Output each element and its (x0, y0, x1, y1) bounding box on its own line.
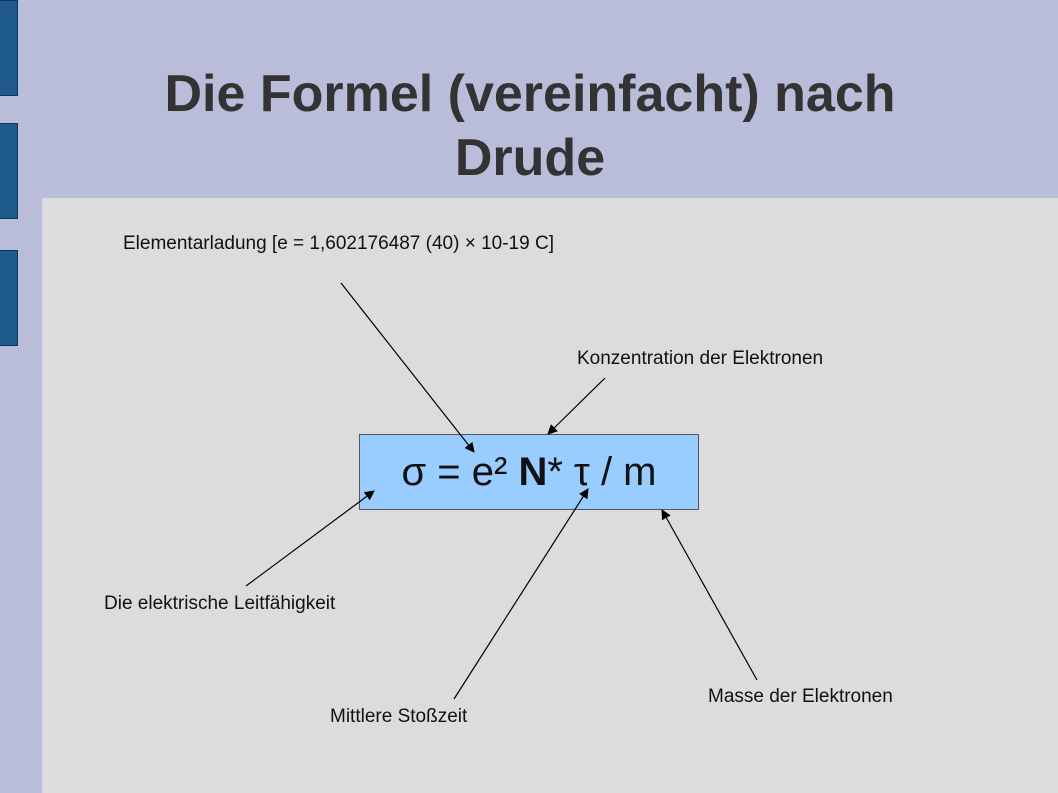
formula-box: σ = e² N * τ / m (359, 434, 699, 510)
title-band (0, 0, 1058, 198)
formula-equals: = (426, 449, 472, 494)
label-masse: Masse der Elektronen (708, 686, 893, 707)
formula-e-squared: e² (471, 449, 508, 494)
arrow-konzentration (547, 377, 606, 435)
label-leitfaehigkeit: Die elektrische Leitfähigkeit (104, 593, 336, 614)
side-tab-1 (0, 0, 18, 96)
arrow-elementarladung (340, 282, 475, 453)
formula-n: N (518, 449, 548, 494)
side-tab-3 (0, 250, 18, 346)
formula-rest: * τ / m (547, 449, 657, 494)
arrow-leitfaehigkeit (245, 490, 375, 587)
arrow-masse (661, 509, 758, 681)
slide-title: Die Formel (vereinfacht) nach Drude (60, 62, 1000, 190)
slide-title-line-1: Die Formel (vereinfacht) nach (164, 65, 896, 123)
slide-title-line-2: Drude (454, 129, 606, 187)
label-elementarladung: Elementarladung [e = 1,602176487 (40) × … (123, 233, 554, 254)
label-konzentration: Konzentration der Elektronen (577, 348, 824, 369)
label-stosszeit: Mittlere Stoßzeit (330, 706, 468, 727)
arrow-stosszeit (453, 488, 589, 700)
formula-sigma: σ (401, 449, 427, 494)
side-tab-2 (0, 123, 18, 219)
